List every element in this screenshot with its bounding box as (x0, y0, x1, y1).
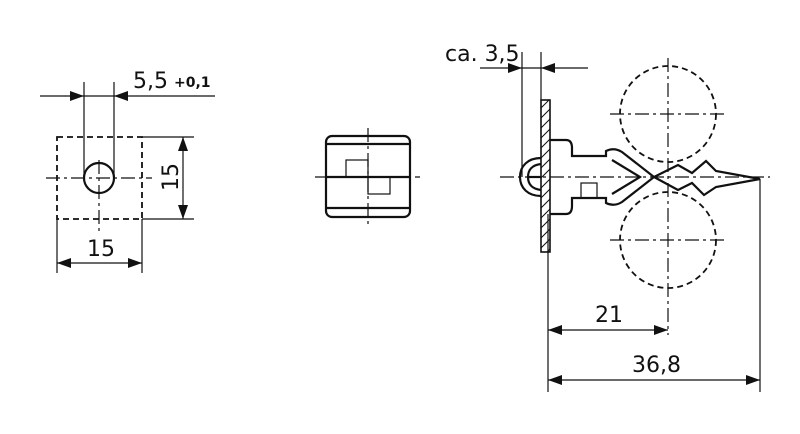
clip-tab-upper (345, 159, 369, 178)
hole-tolerance-label: +0,1 (174, 75, 211, 91)
thickness-label: ca. 3,5 (445, 42, 520, 67)
total-length-label: 36,8 (632, 353, 681, 378)
mounting-plate-view: 5,5 +0,1 15 15 (40, 69, 215, 273)
plate-width-label: 15 (87, 237, 115, 262)
barb-tip (651, 159, 761, 197)
clip-side-view: ca. 3,5 21 36,8 (445, 42, 770, 392)
clip-front-view (315, 128, 420, 226)
hole-diameter-label: 5,5 (133, 69, 168, 94)
clip-tab-side (580, 182, 598, 199)
wheel-center-label: 21 (595, 303, 623, 328)
plate-height-label: 15 (159, 163, 184, 191)
clip-tab-lower (367, 176, 391, 195)
